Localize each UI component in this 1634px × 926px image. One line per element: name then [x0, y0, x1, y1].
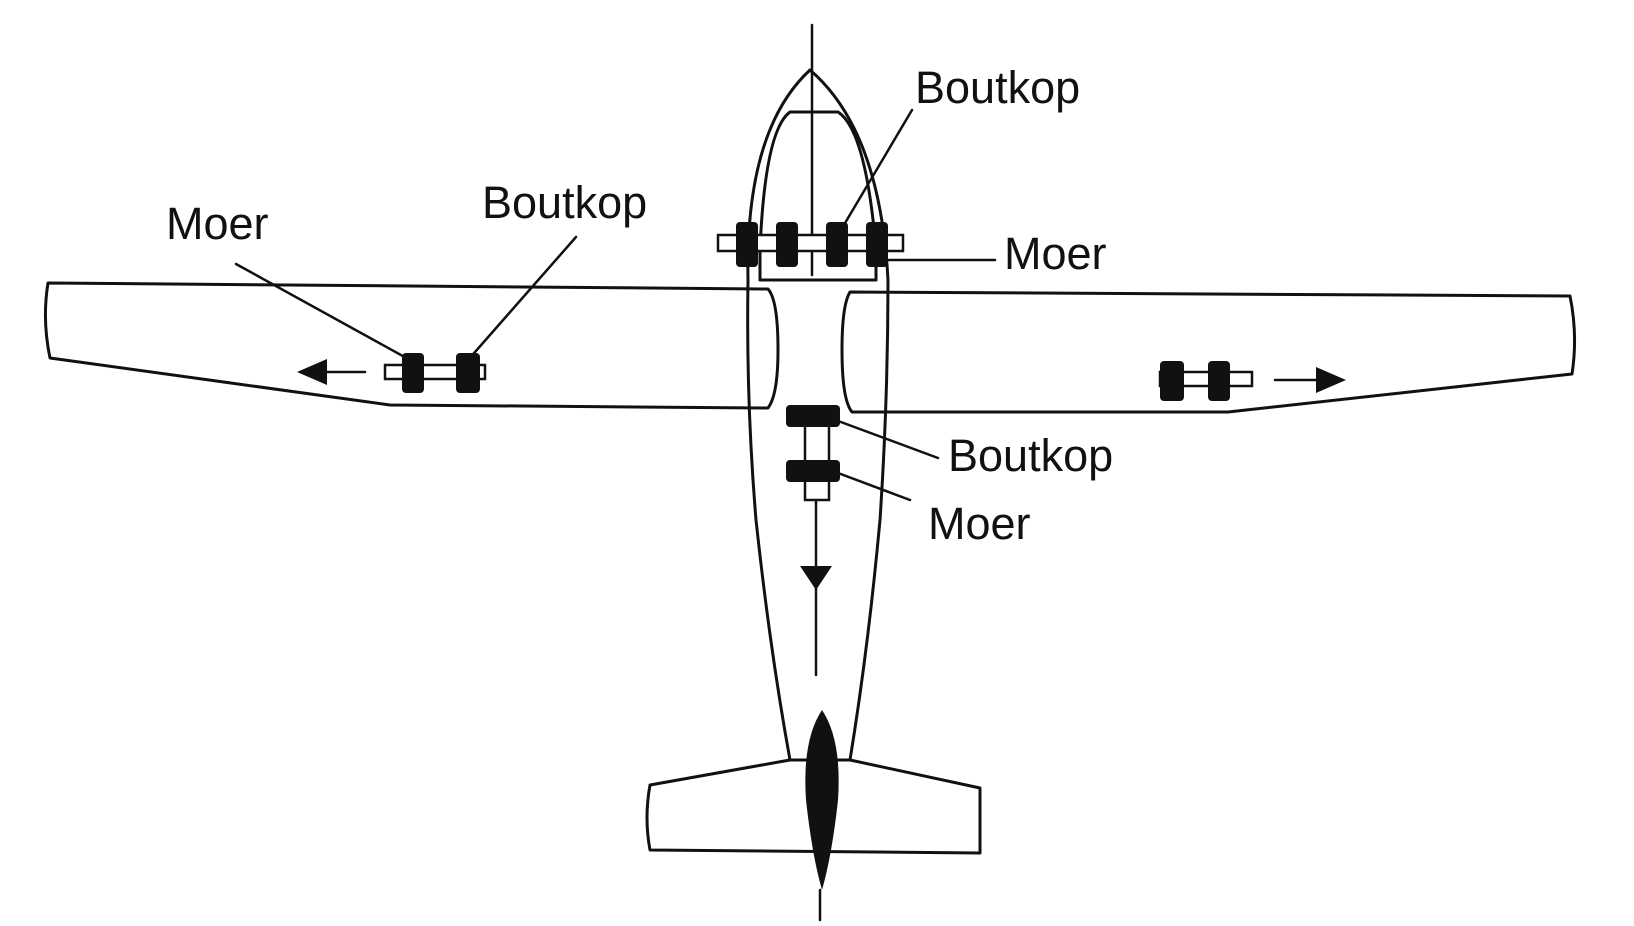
- leader-left-wing-bolt-head: [466, 235, 578, 362]
- leader-fuselage-bolt-head: [828, 416, 940, 460]
- left-wing-arrow-head: [297, 359, 327, 385]
- leader-fuselage-nut: [828, 468, 912, 502]
- left-wing-nut: [402, 353, 424, 393]
- fuselage-arrow-down: [800, 566, 832, 590]
- fuselage-bolt-head: [786, 405, 840, 427]
- label-left-wing-nut: Moer: [166, 198, 269, 249]
- fuselage-nut: [786, 460, 840, 482]
- left-wing-bolt-head: [456, 353, 480, 393]
- nose-bolt-head: [826, 222, 848, 267]
- label-left-wing-bolt-head: Boutkop: [482, 177, 647, 228]
- tailplane-outline: [645, 758, 982, 855]
- right-wing-nut: [1208, 361, 1230, 401]
- right-wing-arrow-head: [1316, 367, 1346, 393]
- nose-nut-left-a: [736, 222, 758, 267]
- nose-nut-left-b: [776, 222, 798, 267]
- label-fuselage-bolt-head: Boutkop: [948, 430, 1113, 481]
- right-wing-outline: [840, 290, 1577, 414]
- right-wing-bolt-head: [1160, 361, 1184, 401]
- label-nose-bolt-head: Boutkop: [915, 62, 1080, 113]
- label-fuselage-nut: Moer: [928, 498, 1031, 549]
- leader-nose-bolt-head: [833, 108, 914, 242]
- canopy-outline: [758, 110, 878, 282]
- label-nose-nut: Moer: [1004, 228, 1107, 279]
- nose-nut-right: [866, 222, 888, 267]
- left-wing-outline: [43, 281, 780, 410]
- nose-bolt-rod: [716, 233, 905, 253]
- leader-left-wing-nut: [234, 262, 412, 362]
- vertical-fin: [805, 710, 839, 890]
